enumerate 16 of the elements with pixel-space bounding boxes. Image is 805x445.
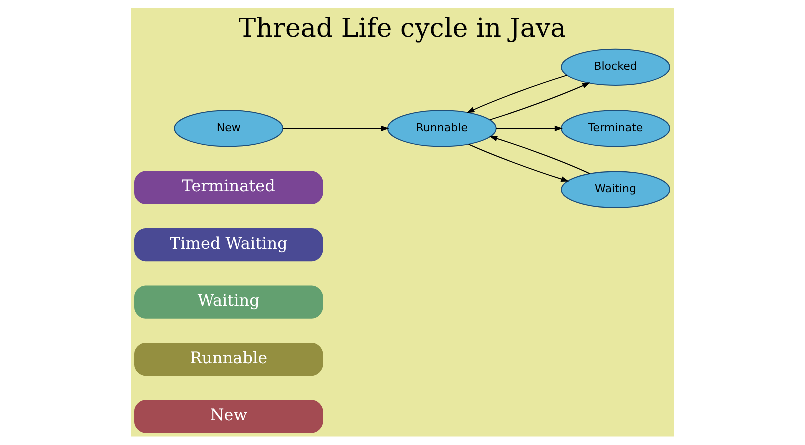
node-box: Waiting <box>134 286 324 319</box>
node-ellipse: New <box>174 110 284 148</box>
diagram-title: Thread Life cycle in Java <box>238 14 566 44</box>
node-ellipse: Runnable <box>387 110 497 148</box>
node-box: Terminated <box>134 171 324 204</box>
arrow <box>466 75 568 114</box>
node-box: Runnable <box>134 342 324 376</box>
arrow <box>490 136 590 174</box>
node-box: New <box>134 400 324 434</box>
arrow <box>490 82 591 121</box>
node-box: Timed Waiting <box>134 228 324 262</box>
arrow <box>468 144 570 182</box>
node-ellipse: Blocked <box>561 48 670 86</box>
arrow <box>496 126 563 132</box>
node-ellipse: Terminate <box>561 110 670 148</box>
arrow <box>283 126 390 132</box>
